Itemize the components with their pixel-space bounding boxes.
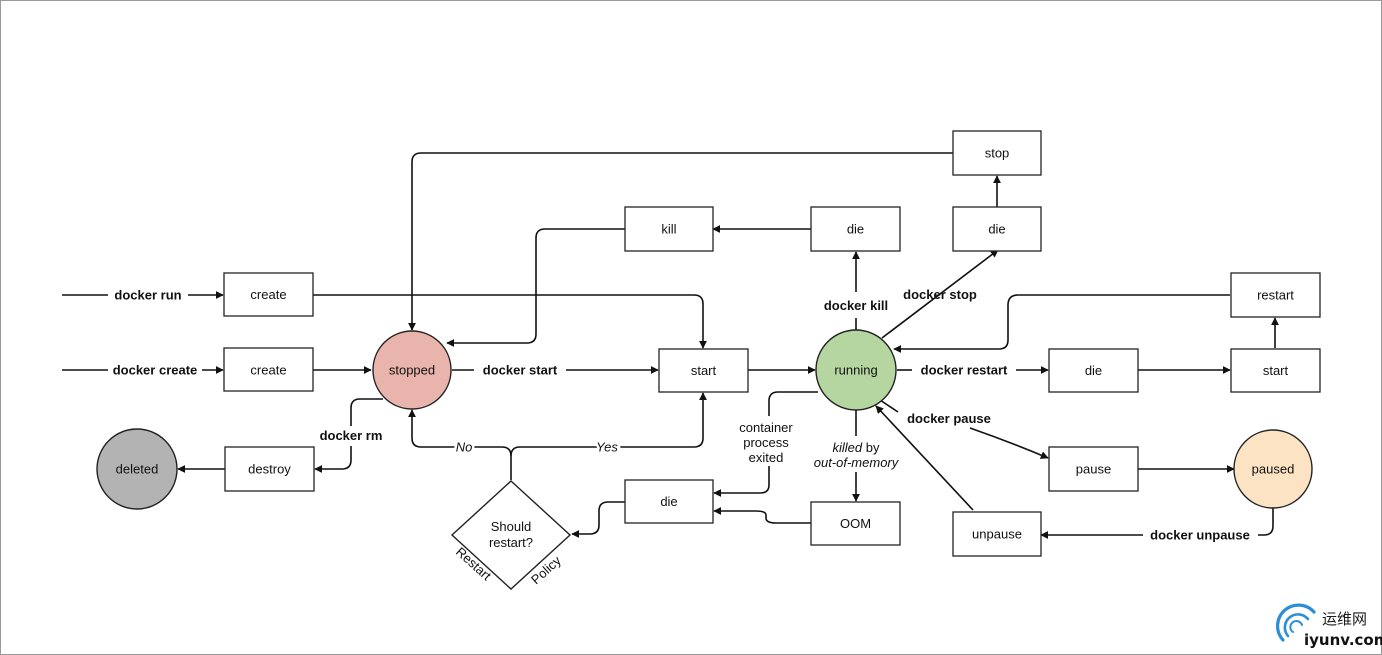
box-start-main: start <box>658 348 749 393</box>
decision-should-restart: Should restart? Restart Policy <box>450 480 572 590</box>
label-no: No <box>456 440 473 455</box>
box-create-run: create <box>223 272 314 317</box>
edge-oom-to-die <box>713 507 811 524</box>
edge-decision-yes <box>510 392 707 457</box>
edge-kill-to-stopped <box>446 228 625 347</box>
box-kill-label: kill <box>661 222 676 237</box>
edge-docker-pause <box>879 399 899 413</box>
label-docker-create: docker create <box>113 363 198 378</box>
edge-docker-rm <box>350 398 383 426</box>
box-pause: pause <box>1048 446 1139 492</box>
label-docker-unpause: docker unpause <box>1150 528 1250 543</box>
box-die-kill: die <box>810 206 901 252</box>
box-die-restart-label: die <box>1085 363 1102 378</box>
box-stop: stop <box>952 130 1042 176</box>
state-running-label: running <box>834 363 877 378</box>
edge-docker-stop <box>881 249 999 339</box>
box-create-create-label: create <box>250 363 286 378</box>
state-deleted-label: deleted <box>116 462 159 477</box>
box-die-stop-label: die <box>988 222 1005 237</box>
edge-stop-to-stopped <box>408 152 953 331</box>
edge-exited-to-die <box>768 391 818 416</box>
label-killed-by: by <box>862 440 880 455</box>
box-oom: OOM <box>810 501 901 546</box>
label-docker-rm: docker rm <box>320 428 383 443</box>
label-docker-pause: docker pause <box>907 411 991 426</box>
box-create-run-label: create <box>250 287 286 302</box>
box-restart: restart <box>1230 272 1321 318</box>
edge-create-to-start <box>313 294 707 349</box>
watermark-cn: 运维网 <box>1322 610 1367 628</box>
state-paused-label: paused <box>1252 462 1295 477</box>
box-die-kill-label: die <box>847 222 864 237</box>
edge-labels: docker run docker create docker start do… <box>113 287 1250 543</box>
label-docker-stop: docker stop <box>903 287 977 302</box>
box-oom-label: OOM <box>840 516 871 531</box>
watermark: 运维网 iyunv.com <box>1276 603 1382 649</box>
box-destroy: destroy <box>224 446 315 492</box>
decision-line-1: Should <box>491 519 531 534</box>
box-start-restart-label: start <box>1263 363 1289 378</box>
watermark-en: iyunv.com <box>1304 631 1382 649</box>
label-killed-line-1: killed by <box>833 440 880 455</box>
label-killed-line-2: out-of-memory <box>814 455 900 470</box>
box-start-restart: start <box>1230 348 1321 393</box>
box-restart-label: restart <box>1257 288 1294 303</box>
box-stop-label: stop <box>985 146 1010 161</box>
box-die-stop: die <box>952 206 1042 252</box>
decision-line-2: restart? <box>489 535 533 550</box>
state-stopped: stopped <box>372 330 452 410</box>
label-docker-restart: docker restart <box>921 363 1008 378</box>
box-destroy-label: destroy <box>248 462 291 477</box>
watermark-logo-icon <box>1276 603 1316 642</box>
label-exited-line-1: container <box>739 420 793 435</box>
label-docker-run: docker run <box>114 288 181 303</box>
edge-docker-unpause <box>1258 508 1274 536</box>
label-exited-line-3: exited <box>749 450 784 465</box>
label-exited-line-2: process <box>743 435 789 450</box>
box-unpause: unpause <box>952 511 1042 557</box>
box-create-create: create <box>223 347 314 392</box>
edges <box>62 152 1279 539</box>
box-start-main-label: start <box>691 363 717 378</box>
box-kill: kill <box>624 206 714 252</box>
edge-restart-to-running <box>893 294 1230 353</box>
box-pause-label: pause <box>1076 462 1111 477</box>
box-die-exit: die <box>624 479 714 524</box>
state-paused: paused <box>1233 429 1313 509</box>
edge-die-to-decision <box>571 501 625 538</box>
label-yes: Yes <box>596 440 618 455</box>
state-stopped-label: stopped <box>389 363 435 378</box>
label-docker-start: docker start <box>483 363 558 378</box>
edge-decision-no <box>408 409 512 480</box>
box-unpause-label: unpause <box>972 527 1022 542</box>
edge-unpause-to-running <box>875 405 974 511</box>
box-die-exit-label: die <box>660 494 677 509</box>
state-deleted: deleted <box>96 428 178 510</box>
box-die-restart: die <box>1048 348 1139 393</box>
label-docker-kill: docker kill <box>824 298 888 313</box>
label-killed-word: killed <box>833 440 863 455</box>
state-running: running <box>815 329 897 411</box>
